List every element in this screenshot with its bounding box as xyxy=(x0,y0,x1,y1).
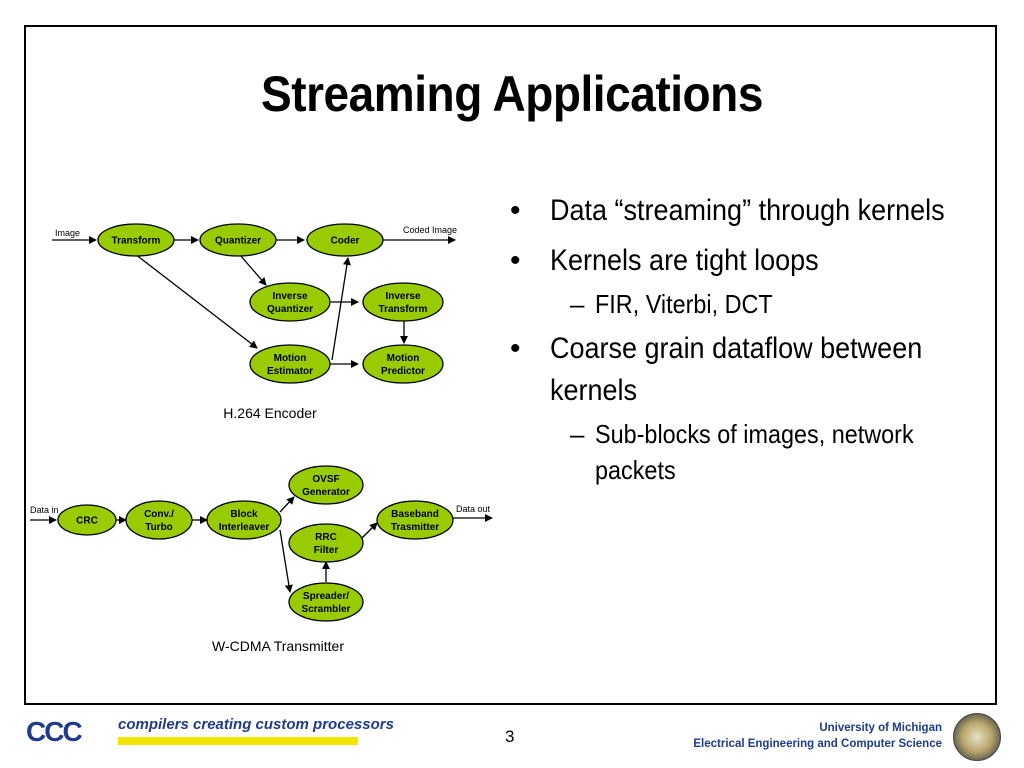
wcdma-output-label: Data out xyxy=(456,504,491,514)
wcdma-nodes xyxy=(57,465,454,622)
node-rrc-filter xyxy=(288,523,364,563)
label-conv-1: Conv./ xyxy=(144,509,174,520)
label-transform: Transform xyxy=(112,236,161,247)
node-baseband-transmitter xyxy=(376,500,454,540)
label-inverse-quantizer-1: Inverse xyxy=(272,291,307,302)
bullet-dot-icon: • xyxy=(510,244,521,277)
dash-icon: – xyxy=(570,289,585,319)
wcdma-input-label: Data in xyxy=(30,505,59,515)
edge-quantizer-to-invquant xyxy=(239,254,267,286)
dash-icon: – xyxy=(570,419,585,449)
label-conv-2: Turbo xyxy=(145,522,173,533)
edge-transform-to-motionest xyxy=(134,253,258,349)
node-transform xyxy=(97,223,175,257)
wcdma-diagram xyxy=(30,496,493,593)
h264-encoder-diagram xyxy=(52,236,456,368)
label-ovsf-1: OVSF xyxy=(312,474,339,485)
university-name: University of Michigan xyxy=(819,722,942,734)
edge-block-to-ovsf xyxy=(279,496,295,513)
node-motion-predictor xyxy=(362,344,444,384)
tagline-underline-bar xyxy=(118,737,358,745)
ccc-logo-icon: CCC xyxy=(26,716,83,747)
label-motion-estimator-1: Motion xyxy=(274,353,307,364)
bullet-dot-icon: • xyxy=(510,194,521,227)
label-base-1: Baseband xyxy=(391,509,439,520)
node-coder xyxy=(306,223,384,257)
label-inverse-quantizer-2: Quantizer xyxy=(267,304,313,315)
bullet-text: Data “streaming” through kernels xyxy=(550,194,945,227)
edge-rrc-to-baseband xyxy=(359,522,378,541)
sub-bullet-item: – Sub-blocks of images, network packets xyxy=(510,416,980,488)
node-block-interleaver xyxy=(206,500,282,540)
h264-input-label: Image xyxy=(55,228,80,238)
footer-tagline: compilers creating custom processors xyxy=(118,716,394,733)
node-motion-estimator xyxy=(249,344,331,384)
bullet-dot-icon: • xyxy=(510,332,521,365)
wcdma-caption: W-CDMA Transmitter xyxy=(212,638,344,654)
bullet-list: • Data “streaming” through kernels • Ker… xyxy=(510,190,980,494)
label-motion-estimator-2: Estimator xyxy=(267,366,313,377)
bullet-item: • Kernels are tight loops xyxy=(510,240,980,282)
h264-caption: H.264 Encoder xyxy=(223,405,317,421)
h264-output-label: Coded Image xyxy=(403,225,457,235)
label-motion-predictor-2: Predictor xyxy=(381,366,425,377)
bullet-text: Kernels are tight loops xyxy=(550,244,819,277)
bullet-text: Coarse grain dataflow between kernels xyxy=(550,332,923,407)
label-block-2: Interleaver xyxy=(219,522,270,533)
slide-frame xyxy=(24,25,997,705)
node-conv-turbo xyxy=(125,500,193,540)
sub-bullet-text: FIR, Viterbi, DCT xyxy=(595,289,773,319)
label-block-1: Block xyxy=(230,509,258,520)
label-rrc-1: RRC xyxy=(315,532,337,543)
page-number: 3 xyxy=(505,727,515,746)
node-inverse-transform xyxy=(362,282,444,322)
university-block: University of Michigan Electrical Engine… xyxy=(693,720,942,752)
edge-motionest-to-coder xyxy=(331,257,351,361)
edge-block-to-spreader xyxy=(279,529,293,593)
node-crc xyxy=(57,504,117,536)
university-seal-icon xyxy=(953,713,1001,761)
node-inverse-quantizer xyxy=(249,282,331,322)
label-spread-2: Scrambler xyxy=(302,604,351,615)
label-inverse-transform-2: Transform xyxy=(379,304,428,315)
label-motion-predictor-1: Motion xyxy=(387,353,420,364)
node-quantizer xyxy=(199,223,277,257)
label-coder: Coder xyxy=(331,236,360,247)
label-quantizer: Quantizer xyxy=(215,236,261,247)
label-ovsf-2: Generator xyxy=(302,487,350,498)
label-base-2: Trasmitter xyxy=(391,522,439,533)
department-name: Electrical Engineering and Computer Scie… xyxy=(693,738,942,750)
h264-nodes xyxy=(97,223,444,384)
label-crc: CRC xyxy=(76,516,98,527)
label-rrc-2: Filter xyxy=(314,545,339,556)
bullet-item: • Coarse grain dataflow between kernels xyxy=(510,328,980,412)
node-ovsf-generator xyxy=(288,465,364,505)
sub-bullet-item: – FIR, Viterbi, DCT xyxy=(510,286,980,322)
sub-bullet-text: Sub-blocks of images, network packets xyxy=(595,419,914,485)
node-spreader-scrambler xyxy=(288,582,364,622)
label-spread-1: Spreader/ xyxy=(303,591,349,602)
slide-title: Streaming Applications xyxy=(261,66,763,122)
label-inverse-transform-1: Inverse xyxy=(385,291,420,302)
bullet-item: • Data “streaming” through kernels xyxy=(510,190,980,232)
